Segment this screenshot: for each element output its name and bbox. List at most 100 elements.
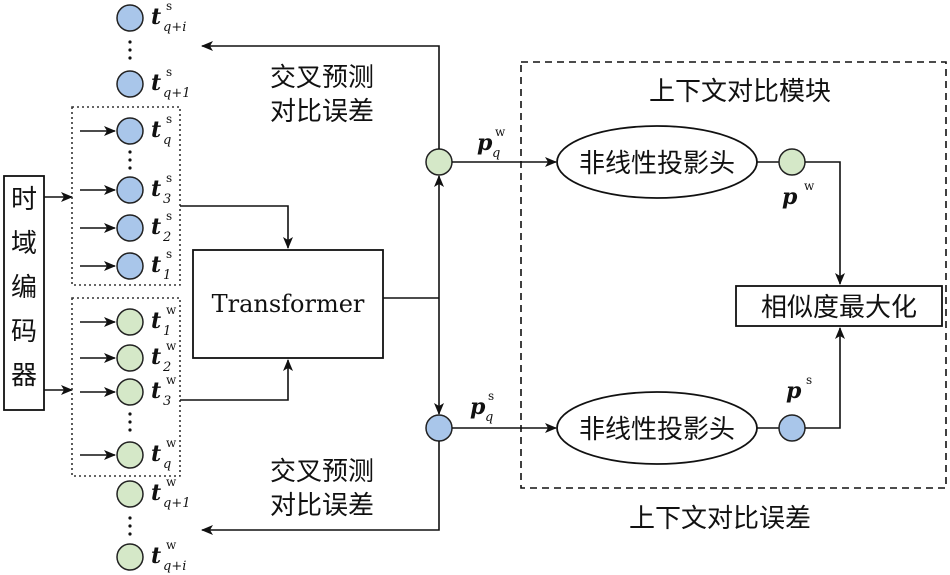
svg-text:t: t [151,378,161,404]
weak-tokens [80,308,144,571]
svg-text:s: s [166,171,172,185]
token-dot-s-q-plus-1 [116,70,144,98]
similarity-max-box [735,285,943,327]
token-dot-w-2 [116,344,144,372]
svg-text:p: p [786,378,802,404]
cross-pred-bottom-arrow [201,441,440,535]
p-q-w-node [425,148,453,176]
svg-text:p: p [782,184,798,210]
p-w-node [778,148,806,176]
encoder-char: 域 [11,229,37,259]
cross-loss-bottom-line1: 交叉预测 [270,457,374,487]
encoder-char: 编 [11,273,37,303]
similarity-max-label: 相似度最大化 [761,293,917,323]
token-dot-w-1 [116,308,144,336]
svg-text:3: 3 [163,394,171,409]
p-q-s-node [425,414,453,442]
svg-text:t: t [151,70,161,96]
svg-text:t: t [151,117,161,143]
projection-head-top-label: 非线性投影头 [579,149,735,179]
svg-text:w: w [166,373,177,387]
svg-text:s: s [166,0,172,13]
token-dot-w-q-plus-i [116,543,144,571]
token-dot-s-3 [116,176,144,204]
token-dot-s-q-plus-i [116,4,144,32]
token-dot-s-q [116,117,144,145]
ellipsis-strong-group [128,150,132,170]
svg-text:p: p [470,394,486,420]
svg-text:t: t [151,4,161,30]
svg-text:t: t [151,480,161,506]
svg-text:1: 1 [163,324,171,339]
svg-text:q+i: q+i [163,20,186,35]
encoder-char: 时 [11,185,37,215]
svg-text:w: w [495,125,506,139]
svg-text:t: t [151,441,161,467]
svg-text:t: t [151,543,161,569]
cross-loss-top-line2: 对比误差 [270,97,374,127]
token-dot-w-3 [116,378,144,406]
encoder-char: 器 [11,361,37,391]
token-dot-w-q-plus-1 [116,480,144,508]
pw-to-similarity-arrow [805,161,845,285]
svg-text:s: s [806,373,812,387]
svg-text:t: t [151,176,161,202]
svg-text:1: 1 [163,268,171,283]
svg-text:t: t [151,344,161,370]
svg-text:s: s [166,209,172,223]
svg-text:p: p [477,130,493,156]
svg-text:w: w [804,179,815,193]
svg-text:t: t [151,252,161,278]
ps-to-similarity-arrow [805,327,845,429]
svg-text:t: t [151,308,161,334]
module-title: 上下文对比模块 [649,77,831,107]
svg-text:s: s [488,389,494,403]
ellipsis-top [128,40,132,60]
cross-loss-bottom-line2: 对比误差 [270,491,374,521]
svg-text:q: q [163,457,171,472]
context-contrast-module [520,61,947,489]
svg-text:q+1: q+1 [163,86,191,101]
cross-loss-top-line1: 交叉预测 [270,63,374,93]
svg-text:w: w [166,475,177,489]
svg-text:3: 3 [163,192,171,207]
cross-pred-top-arrow [201,41,440,149]
svg-text:w: w [166,436,177,450]
svg-text:2: 2 [162,230,171,245]
svg-text:s: s [166,247,172,261]
ellipsis-bottom [128,516,132,536]
svg-text:s: s [166,65,172,79]
projection-head-bottom-label: 非线性投影头 [579,415,735,445]
svg-text:w: w [166,339,177,353]
svg-text:q+i: q+i [163,559,186,574]
weak-token-group [71,297,181,477]
ellipsis-weak-group [128,412,132,432]
svg-text:q: q [492,146,500,161]
strong-to-transformer-arrow [180,205,293,249]
svg-text:w: w [166,303,177,317]
context-loss-label: 上下文对比误差 [629,504,811,534]
svg-text:w: w [166,538,177,552]
weak-to-transformer-arrow [180,359,293,401]
transformer-label: Transformer [212,290,365,318]
token-dot-s-2 [116,214,144,242]
encoder-char: 码 [11,317,37,347]
